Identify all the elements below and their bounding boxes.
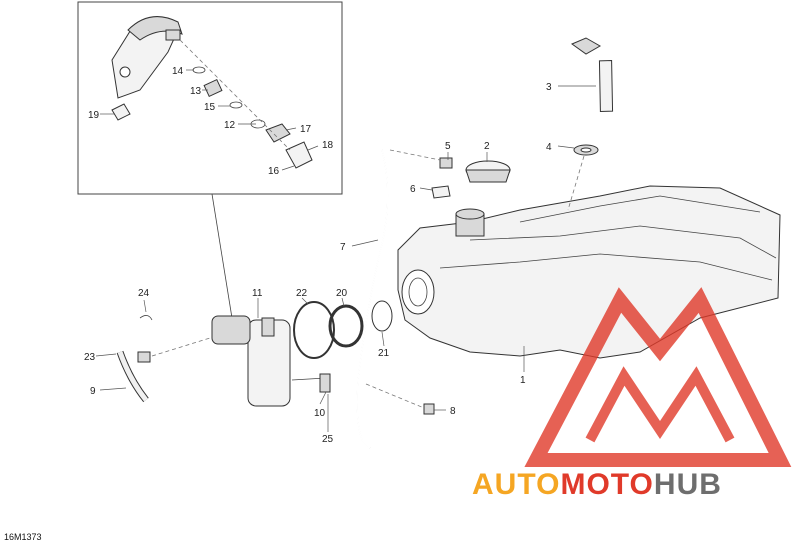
- fuel-level-sender: [567, 37, 614, 211]
- vent-hose: [356, 149, 441, 449]
- callout-21: 21: [378, 348, 390, 359]
- clamp-ring-22: [293, 301, 335, 359]
- watermark-triangle-icon: [524, 287, 792, 467]
- breather-parts: [431, 144, 599, 199]
- callout-10: 10: [314, 408, 326, 419]
- callout-7: 7: [340, 242, 346, 253]
- lock-ring-20: [328, 304, 364, 348]
- callout-19: 19: [88, 110, 100, 121]
- callout-14: 14: [172, 66, 184, 77]
- inset-pump-module: [111, 16, 183, 99]
- callout-25: 25: [322, 434, 334, 445]
- gasket-21: [371, 300, 393, 332]
- callout-9: 9: [90, 386, 96, 397]
- callout-8: 8: [450, 406, 456, 417]
- callout-18: 18: [322, 140, 334, 151]
- callout-17: 17: [300, 124, 312, 135]
- callout-20: 20: [336, 288, 348, 299]
- callout-2: 2: [484, 141, 490, 152]
- callout-15: 15: [204, 102, 216, 113]
- callout-12: 12: [224, 120, 236, 131]
- watermark-logo: [524, 287, 792, 467]
- callout-1: 1: [520, 375, 526, 386]
- leader-lines: [95, 69, 596, 432]
- inset-small-parts: [111, 39, 313, 169]
- callout-11: 11: [252, 288, 263, 299]
- bolt-8: [365, 383, 435, 415]
- fuel-pump-assembly: [211, 315, 331, 407]
- callout-23: 23: [84, 352, 96, 363]
- callout-13: 13: [190, 86, 202, 97]
- callout-labels: 1 2 3 4 5 6 7 8 9 10 11 12 13 14 15 16 1…: [84, 66, 552, 445]
- fuel-hose-9: [116, 315, 211, 403]
- callout-16: 16: [268, 166, 280, 177]
- callout-24: 24: [138, 288, 150, 299]
- callout-4: 4: [546, 142, 552, 153]
- watermark-inner-triangle-icon: [585, 366, 735, 443]
- callout-5: 5: [445, 141, 451, 152]
- callout-6: 6: [410, 184, 416, 195]
- reference-code: 16M1373: [4, 532, 42, 542]
- filler-cap: [465, 160, 511, 183]
- callout-22: 22: [296, 288, 308, 299]
- callout-3: 3: [546, 82, 552, 93]
- watermark-text: AUTOMOTOHUB: [472, 468, 722, 501]
